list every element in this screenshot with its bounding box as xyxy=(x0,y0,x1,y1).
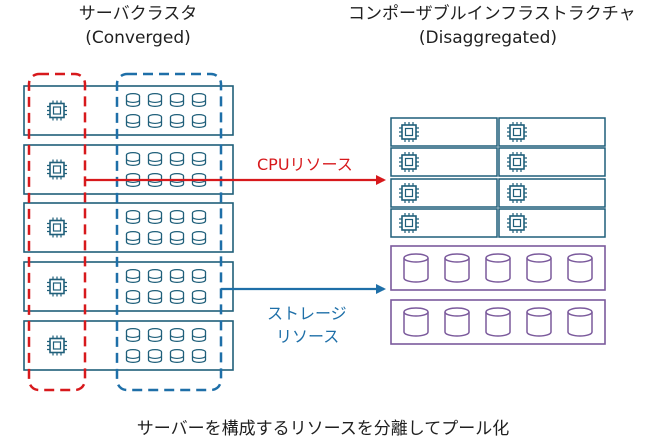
caption: サーバーを構成するリソースを分離してプール化 xyxy=(136,419,510,439)
cpu-chip-icon xyxy=(398,212,420,234)
storage-pool-shelf xyxy=(390,245,606,291)
cpu-chip-icon xyxy=(46,334,68,357)
cpu-chip-icon xyxy=(506,151,528,173)
cpu-chip-icon xyxy=(46,158,68,181)
disk-icon xyxy=(191,268,207,284)
converged-title-block: サーバクラスタ (Converged) xyxy=(48,2,228,50)
disaggregated-title: コンポーザブルインフラストラクチャ xyxy=(348,4,636,24)
cpu-group-outline xyxy=(27,72,87,392)
disaggregated-title-block: コンポーザブルインフラストラクチャ (Disaggregated) xyxy=(348,2,636,50)
disk-icon xyxy=(191,289,207,305)
disk-icon xyxy=(169,348,185,364)
disk-icon xyxy=(191,230,207,246)
cpu-resource-label: CPUリソース xyxy=(257,155,353,174)
disk-icon xyxy=(125,268,141,284)
disk-icon xyxy=(147,348,163,364)
disk-icon xyxy=(191,327,207,343)
cpu-pool-unit xyxy=(498,117,606,147)
disk-icon xyxy=(169,268,185,284)
disk-icon xyxy=(147,327,163,343)
disk-icon xyxy=(147,289,163,305)
cpu-pool-unit xyxy=(498,208,606,238)
disk-icon xyxy=(191,113,207,129)
disk-icon xyxy=(125,209,141,225)
server-row xyxy=(23,202,234,253)
disk-icon xyxy=(191,92,207,108)
disk-icon xyxy=(147,113,163,129)
storage-cylinder-icon xyxy=(567,307,593,337)
storage-cylinder-icon xyxy=(403,253,429,283)
disk-icon xyxy=(125,113,141,129)
cpu-pool-unit xyxy=(498,178,606,208)
disk-icon xyxy=(147,209,163,225)
disk-icon xyxy=(125,327,141,343)
disk-icon xyxy=(125,151,141,167)
cpu-chip-icon xyxy=(398,151,420,173)
disk-icon xyxy=(191,348,207,364)
storage-pool-shelf xyxy=(390,299,606,345)
server-row xyxy=(23,85,234,136)
disk-icon xyxy=(125,289,141,305)
disk-icon xyxy=(169,289,185,305)
cpu-pool-unit xyxy=(390,147,498,177)
cpu-chip-icon xyxy=(46,99,68,122)
converged-subtitle: (Converged) xyxy=(85,28,191,48)
cpu-chip-icon xyxy=(506,121,528,143)
disk-icon xyxy=(147,230,163,246)
disk-icon xyxy=(191,209,207,225)
disaggregated-subtitle: (Disaggregated) xyxy=(418,28,558,48)
storage-cylinder-icon xyxy=(526,307,552,337)
storage-cylinder-icon xyxy=(444,253,470,283)
disk-icon xyxy=(169,327,185,343)
storage-cylinder-icon xyxy=(403,307,429,337)
disk-icon xyxy=(147,268,163,284)
cpu-chip-icon xyxy=(46,275,68,298)
disk-icon xyxy=(169,230,185,246)
server-cluster xyxy=(23,85,234,371)
disk-icon xyxy=(147,151,163,167)
storage-group-outline xyxy=(115,72,223,392)
cpu-chip-icon xyxy=(506,212,528,234)
disk-icon xyxy=(169,151,185,167)
converged-title: サーバクラスタ xyxy=(78,4,198,24)
server-row xyxy=(23,144,234,195)
cpu-pool-unit xyxy=(390,208,498,238)
disk-icon xyxy=(191,151,207,167)
cpu-chip-icon xyxy=(398,182,420,204)
server-row xyxy=(23,320,234,371)
storage-cylinder-icon xyxy=(567,253,593,283)
cpu-chip-icon xyxy=(506,182,528,204)
storage-resource-label-line2: リソース xyxy=(276,327,340,346)
cpu-pool-unit xyxy=(498,147,606,177)
disk-icon xyxy=(169,92,185,108)
storage-cylinder-icon xyxy=(444,307,470,337)
storage-cylinder-icon xyxy=(485,253,511,283)
storage-cylinder-icon xyxy=(485,307,511,337)
cpu-chip-icon xyxy=(46,216,68,239)
disk-icon xyxy=(125,348,141,364)
disk-icon xyxy=(125,92,141,108)
server-row xyxy=(23,261,234,312)
disk-icon xyxy=(169,209,185,225)
cpu-pool xyxy=(390,117,606,238)
disk-icon xyxy=(147,92,163,108)
storage-resource-label-line1: ストレージ xyxy=(267,304,347,323)
storage-pool xyxy=(390,245,606,345)
disk-icon xyxy=(125,230,141,246)
disk-icon xyxy=(169,113,185,129)
cpu-pool-unit xyxy=(390,117,498,147)
cpu-pool-unit xyxy=(390,178,498,208)
storage-cylinder-icon xyxy=(526,253,552,283)
cpu-chip-icon xyxy=(398,121,420,143)
